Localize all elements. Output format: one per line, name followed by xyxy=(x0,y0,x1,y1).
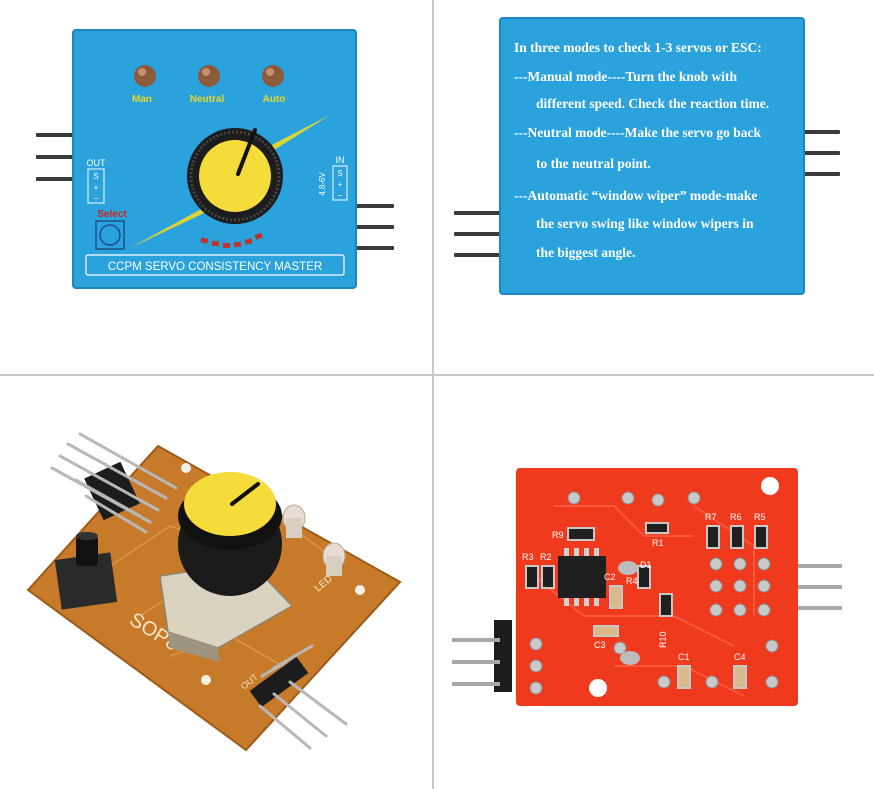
label-r4: R4 xyxy=(626,576,638,586)
photo-back-case: In three modes to check 1-3 servos or ES… xyxy=(434,0,874,374)
label-r3: R3 xyxy=(522,552,534,562)
photo-pcb-bottom: R9 R1 R7 R6 R5 R3 R2 D1 C2 R4 C3 R10 C1 … xyxy=(434,376,874,789)
instruction-line-4: ---Neutral mode----Make the servo go bac… xyxy=(514,125,762,140)
right-pin-header xyxy=(800,130,840,176)
instruction-line-5: to the neutral point. xyxy=(536,156,651,171)
label-r1: R1 xyxy=(652,538,664,548)
label-r9: R9 xyxy=(552,530,564,540)
front-case-drawing: Man Neutral Auto OUT S + − IN S + − 4.8-… xyxy=(36,29,394,289)
out-pin-header xyxy=(249,644,348,750)
select-label: Select xyxy=(97,209,127,220)
out-label: OUT xyxy=(87,158,107,168)
label-r5: R5 xyxy=(754,512,766,522)
label-c4: C4 xyxy=(734,652,746,662)
in-label: IN xyxy=(336,155,345,165)
sop8-chip xyxy=(558,548,606,606)
knob xyxy=(187,128,283,224)
smd-components xyxy=(525,522,768,689)
case-back xyxy=(500,18,804,294)
grid-divider-horizontal xyxy=(0,374,874,376)
in-pin-s: S xyxy=(337,169,342,178)
led-label-auto: Auto xyxy=(263,94,286,105)
title-strip: CCPM SERVO CONSISTENCY MASTER xyxy=(108,261,322,273)
select-button xyxy=(95,220,125,250)
photo-pcb-top: SOP8 LED OUT xyxy=(0,376,432,789)
dial-arc xyxy=(200,232,263,248)
instruction-line-6: ---Automatic “window wiper” mode-make xyxy=(514,188,757,203)
voltage-label: 4.8-6V xyxy=(318,172,327,196)
solder-pads xyxy=(529,491,779,695)
label-c1: C1 xyxy=(678,652,690,662)
left-pin-headers xyxy=(50,432,178,534)
out-pin-plus: + xyxy=(94,183,99,192)
out-pin-minus: − xyxy=(94,194,99,203)
instruction-line-8: the biggest angle. xyxy=(536,245,635,260)
led-label-man: Man xyxy=(132,94,152,105)
pcb-bottom-drawing: R9 R1 R7 R6 R5 R3 R2 D1 C2 R4 C3 R10 C1 … xyxy=(452,468,842,706)
led-indicators xyxy=(134,65,284,87)
in-pin-plus: + xyxy=(338,180,343,189)
label-c3: C3 xyxy=(594,640,606,650)
instruction-line-1: In three modes to check 1-3 servos or ES… xyxy=(514,40,762,55)
label-d1: D1 xyxy=(640,560,652,570)
led-lamps xyxy=(282,504,346,576)
left-pin-header xyxy=(36,133,76,181)
out-pin-s: S xyxy=(93,172,98,181)
label-r7: R7 xyxy=(705,512,717,522)
led-label-neutral: Neutral xyxy=(190,94,225,105)
label-c2: C2 xyxy=(604,572,616,582)
pcb-top-drawing: SOP8 LED OUT xyxy=(26,432,402,752)
grid-divider-vertical xyxy=(432,0,434,789)
label-r6: R6 xyxy=(730,512,742,522)
right-pin-header xyxy=(354,204,394,250)
back-case-drawing: In three modes to check 1-3 servos or ES… xyxy=(454,17,840,295)
potentiometer xyxy=(159,472,294,662)
instruction-line-2: ---Manual mode----Turn the knob with xyxy=(514,69,738,84)
left-pin-header xyxy=(454,211,504,257)
left-pin-header xyxy=(452,620,512,692)
label-r2: R2 xyxy=(540,552,552,562)
instruction-line-3: different speed. Check the reaction time… xyxy=(536,96,769,111)
tact-switch xyxy=(54,532,118,610)
in-pin-minus: − xyxy=(338,191,343,200)
photo-front-case: Man Neutral Auto OUT S + − IN S + − 4.8-… xyxy=(0,0,432,374)
label-r10: R10 xyxy=(658,631,668,648)
instruction-line-7: the servo swing like window wipers in xyxy=(536,216,754,231)
